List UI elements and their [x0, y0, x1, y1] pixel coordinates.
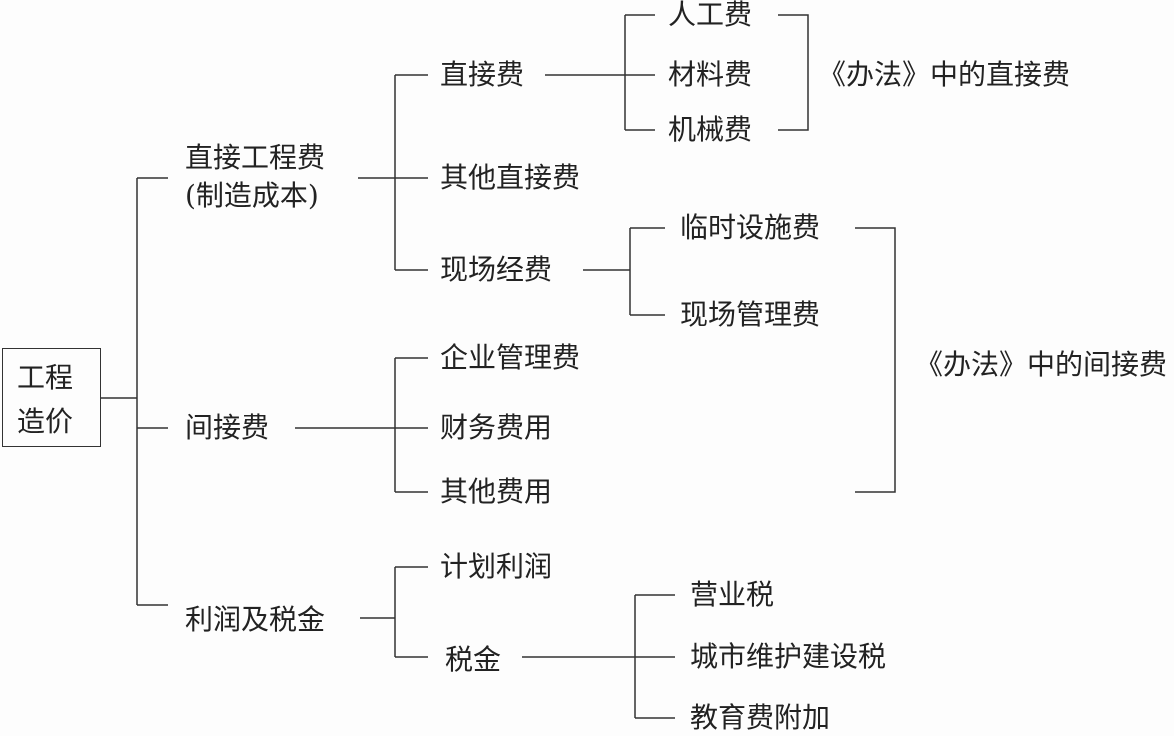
node-profit-tax: 利润及税金: [185, 603, 326, 636]
root-label-line1: 工程: [17, 361, 74, 394]
node-direct-engineering-sub: (制造成本): [185, 179, 319, 212]
node-machinery: 机械费: [668, 113, 753, 146]
node-business-tax: 营业税: [690, 578, 775, 611]
bracket-indirect-label: 《办法》中的间接费: [915, 348, 1168, 381]
node-enterprise-management: 企业管理费: [440, 341, 581, 374]
root-node-box: 工程 造价: [2, 348, 101, 447]
root-label-line2: 造价: [17, 405, 74, 438]
node-site-management: 现场管理费: [680, 298, 821, 331]
node-finance: 财务费用: [440, 411, 553, 444]
node-direct-cost: 直接费: [440, 58, 525, 91]
node-material: 材料费: [668, 58, 753, 91]
node-direct-engineering: 直接工程费: [185, 141, 326, 174]
node-tax: 税金: [445, 643, 502, 676]
node-education-surcharge: 教育费附加: [690, 701, 831, 734]
node-labor: 人工费: [668, 0, 753, 31]
node-site-expense: 现场经费: [440, 253, 553, 286]
node-city-tax: 城市维护建设税: [690, 640, 887, 673]
node-other-fees: 其他费用: [440, 475, 553, 508]
node-indirect: 间接费: [185, 411, 270, 444]
bracket-direct-label: 《办法》中的直接费: [818, 58, 1071, 91]
node-planned-profit: 计划利润: [440, 550, 553, 583]
node-temp-facility: 临时设施费: [680, 211, 821, 244]
node-other-direct: 其他直接费: [440, 161, 581, 194]
